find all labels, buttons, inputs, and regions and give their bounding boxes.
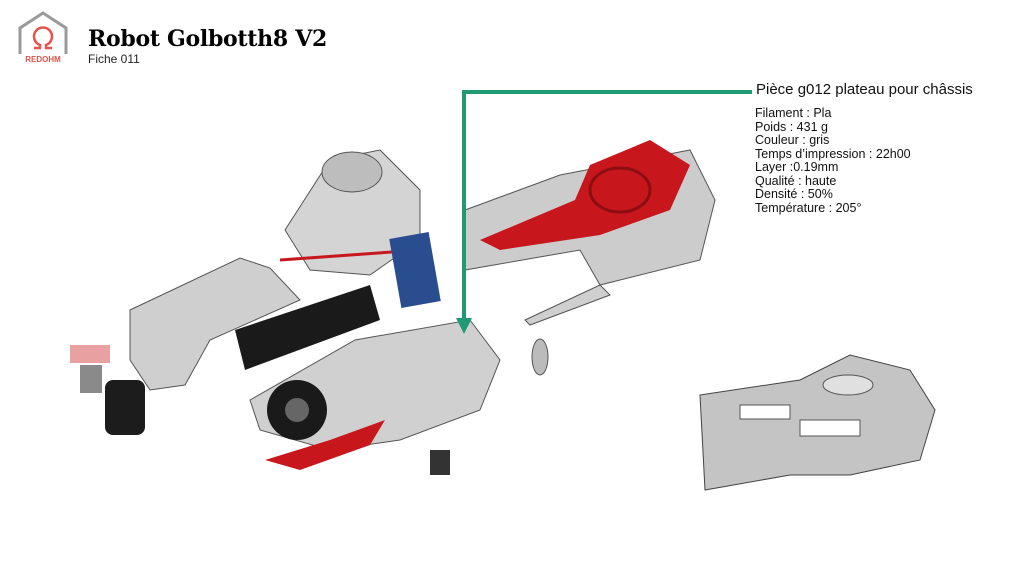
left-assembly-image <box>70 149 441 435</box>
spec-filament: Filament : Pla <box>755 106 832 120</box>
spec-temperature: Température : 205° <box>755 200 862 215</box>
spec-layer: Layer :0.19mm <box>755 160 839 174</box>
page-subtitle: Fiche 011 <box>88 52 140 66</box>
spec-quality: Qualité : haute <box>755 173 837 188</box>
spec-weight: Poids : 431 g <box>755 119 828 134</box>
red-plate-part-image <box>464 140 716 326</box>
part-title: Pièce g012 plateau pour châssis <box>756 81 973 98</box>
svg-text:REDOHM: REDOHM <box>25 55 61 64</box>
spec-color: Couleur : gris <box>755 133 830 147</box>
redohm-logo: REDOHM <box>16 10 70 66</box>
spec-print-time: Temps d’impression : 22h00 <box>755 146 911 161</box>
center-chassis-image <box>249 319 549 475</box>
chassis-plate-g012-image <box>699 354 936 491</box>
page-title: Robot Golbotth8 V2 <box>88 26 327 52</box>
part-specs: Filament : Pla Poids : 431 g Couleur : g… <box>755 106 911 215</box>
spec-density: Densité : 50% <box>755 187 833 201</box>
callout-arrow <box>456 90 752 334</box>
